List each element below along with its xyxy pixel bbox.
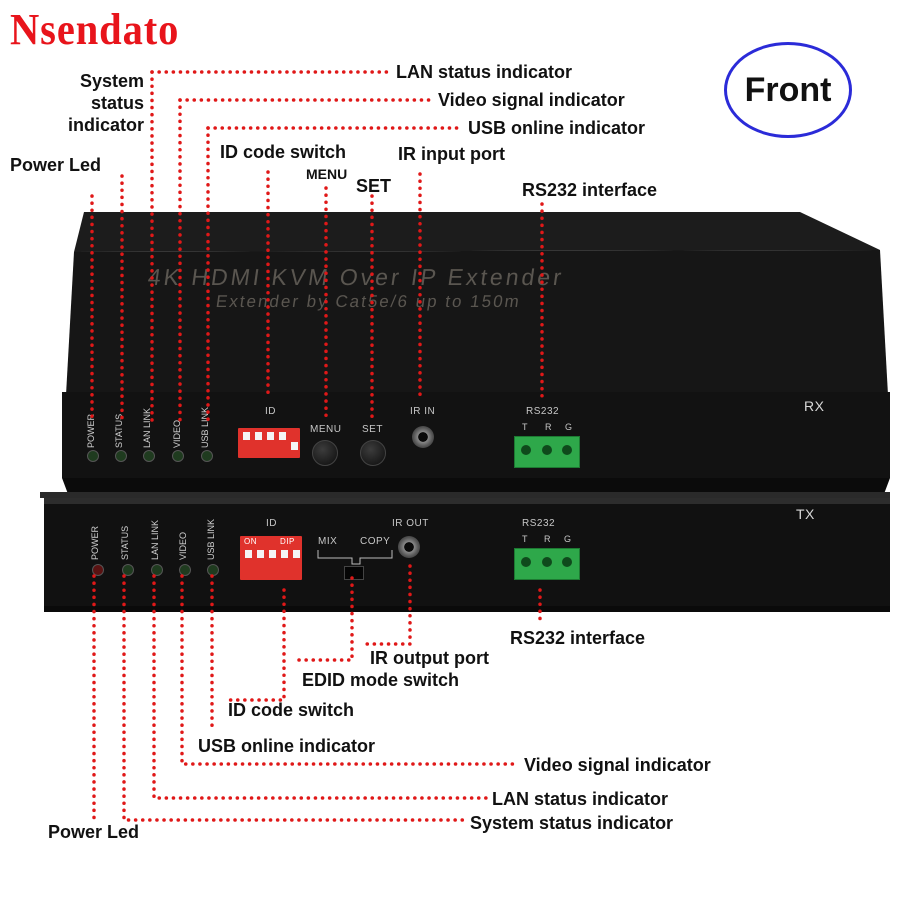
label-top-video-signal: Video signal indicator [438, 90, 625, 110]
label-top-power-led: Power Led [10, 155, 102, 175]
label-top-ir-input: IR input port [398, 144, 505, 164]
tx-dip-on: ON [244, 537, 257, 546]
rx-set-button[interactable] [360, 440, 386, 466]
label-bottom-lan-status: LAN status indicator [492, 789, 669, 809]
label-bottom-id-code-switch: ID code switch [228, 700, 355, 720]
label-top-rs232: RS232 interface [522, 180, 658, 200]
tx-model: TX [796, 506, 815, 522]
tx-rs232-terminal[interactable] [514, 548, 580, 580]
rx-rs232-label: RS232 [526, 406, 560, 417]
rx-top-surface [74, 212, 880, 252]
label-bottom-power-led: Power Led [48, 822, 140, 842]
rx-usb-led [201, 450, 213, 462]
rx-pin-r: R [545, 422, 552, 432]
tx-dip-dip: DIP [280, 537, 295, 546]
label-bottom-usb-online: USB online indicator [198, 736, 376, 756]
tx-pin-t: T [522, 534, 528, 544]
front-badge: Front [724, 42, 852, 138]
rx-power-led [87, 450, 99, 462]
label-top-lan-status: LAN status indicator [396, 62, 573, 82]
line-tx-id [222, 588, 286, 702]
rx-pin-g: G [565, 422, 573, 432]
rx-rs232-terminal[interactable] [514, 436, 580, 468]
rx-set-label: SET [362, 424, 383, 435]
tx-id-dip-switch[interactable] [240, 536, 302, 580]
label-bottom-system-status: System status indicator [470, 813, 674, 833]
label-bottom-ir-output: IR output port [370, 648, 489, 668]
label-top-id-code-switch: ID code switch [220, 142, 347, 162]
label-top-system-status: System status indicator [67, 71, 144, 135]
tx-video-led [179, 564, 191, 576]
tx-mix-copy-bracket [317, 550, 393, 565]
rx-menu-label: MENU [310, 424, 342, 435]
rx-id-label: ID [265, 406, 276, 417]
rx-lid [66, 250, 888, 395]
tx-power-led [92, 564, 104, 576]
rx-model: RX [804, 398, 825, 414]
tx-lan-led [151, 564, 163, 576]
line-tx-ir [362, 564, 412, 646]
tx-ir-label: IR OUT [392, 518, 429, 529]
rx-id-dip-switch[interactable] [238, 428, 300, 458]
label-top-usb-online: USB online indicator [468, 118, 646, 138]
rx-pin-t: T [522, 422, 528, 432]
tx-pin-g: G [564, 534, 572, 544]
tx-edid-slide-switch[interactable] [344, 566, 364, 580]
tx-rs232-label: RS232 [522, 518, 556, 529]
label-bottom-video-signal: Video signal indicator [524, 755, 711, 775]
rx-video-led [172, 450, 184, 462]
label-top-menu: MENU [306, 166, 348, 182]
rx-ir-label: IR IN [410, 406, 436, 417]
tx-status-led [122, 564, 134, 576]
line-tx-status [122, 574, 468, 822]
line-tx-edid [296, 576, 354, 662]
rx-menu-button[interactable] [312, 440, 338, 466]
rx-ir-input-jack[interactable] [412, 426, 434, 448]
label-bottom-rs232: RS232 interface [510, 628, 646, 648]
rx-status-led [115, 450, 127, 462]
line-tx-video [180, 574, 520, 766]
rx-lan-led [143, 450, 155, 462]
label-bottom-edid-mode: EDID mode switch [302, 670, 460, 690]
rx-front-face [62, 392, 890, 478]
label-top-set: SET [356, 176, 392, 196]
tx-pin-r: R [544, 534, 551, 544]
tx-mix-label: MIX [318, 536, 338, 547]
brand-logo: Nsendato [10, 5, 180, 54]
tx-ir-output-jack[interactable] [398, 536, 420, 558]
tx-id-label: ID [266, 518, 277, 529]
tx-copy-label: COPY [360, 536, 391, 547]
tx-front-face [44, 498, 890, 610]
